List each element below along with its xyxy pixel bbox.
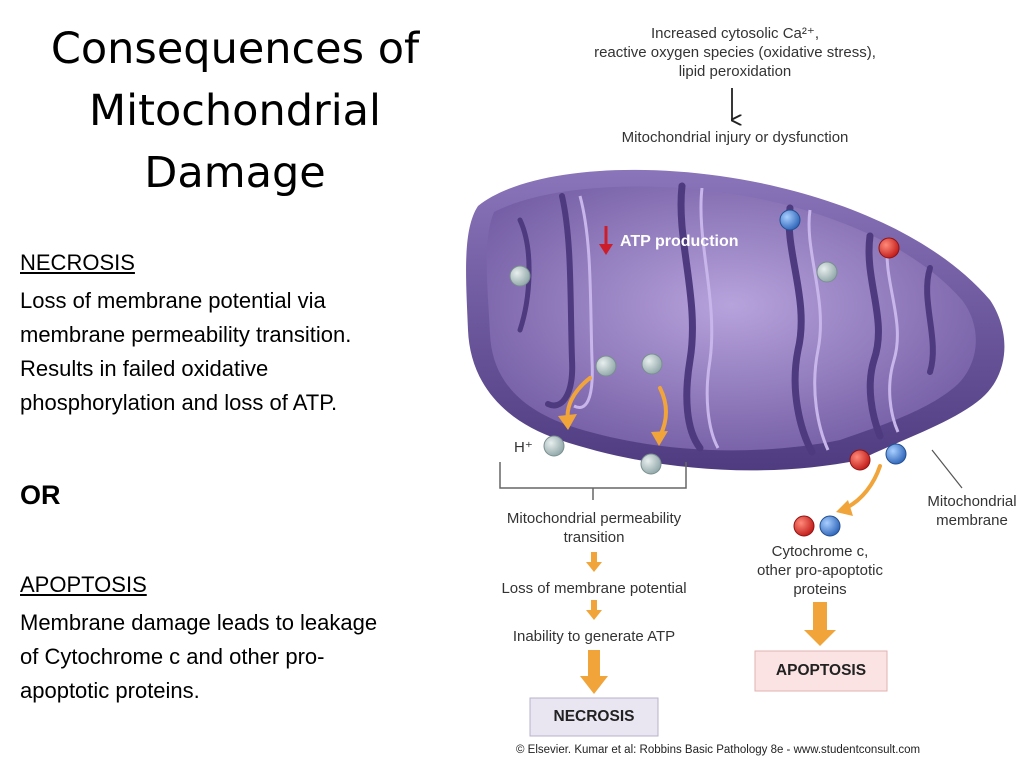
apoptosis-section: APOPTOSIS Membrane damage leads to leaka… (20, 568, 460, 708)
atp-production-label: ATP production (620, 233, 739, 250)
protein-red-ball (878, 237, 900, 259)
mpt-line: Mitochondrial permeability (506, 510, 682, 527)
title-line-3: Damage (144, 148, 326, 198)
cytochrome-line: Cytochrome c, (771, 543, 869, 560)
or-label: OR (20, 480, 61, 510)
necrosis-line: Results in failed oxidative (20, 356, 269, 381)
mitochondrion-matrix (486, 186, 976, 451)
membrane-label-line: membrane (936, 512, 1008, 529)
crista (545, 193, 576, 409)
trigger-line: reactive oxygen species (oxidative stres… (594, 44, 876, 61)
proton-ball (509, 265, 531, 287)
necrosis-section: NECROSIS Loss of membrane potential via … (20, 246, 460, 420)
loss-potential-label: Loss of membrane potential (501, 580, 687, 597)
crista (785, 204, 816, 456)
apoptosis-line: of Cytochrome c and other pro- (20, 644, 325, 669)
protein-blue-ball (779, 209, 801, 231)
proton-ball (641, 353, 663, 375)
apoptosis-description: Membrane damage leads to leakage of Cyto… (20, 606, 460, 708)
proton-ball (816, 261, 838, 283)
membrane-label: Mitochondrial membrane (910, 492, 1024, 530)
apoptosis-heading: APOPTOSIS (20, 572, 147, 597)
proton-bracket (499, 462, 687, 500)
membrane-label-line: Mitochondrial (927, 493, 1017, 510)
apoptosis-line: apoptotic proteins. (20, 678, 200, 703)
crista (677, 182, 704, 452)
title-line-2: Mitochondrial (89, 86, 381, 136)
necrosis-line: membrane permeability transition. (20, 322, 352, 347)
title-line-1: Consequences of (50, 24, 420, 74)
necrosis-description: Loss of membrane potential via membrane … (20, 284, 460, 420)
trigger-line: lipid peroxidation (678, 63, 792, 80)
crista (865, 232, 884, 440)
cytochrome-blue-ball (819, 515, 841, 537)
mpt-label: Mitochondrial permeability transition (474, 509, 714, 547)
leak-arrowhead (651, 431, 668, 446)
crista (885, 239, 900, 433)
leak-arrowhead (836, 500, 853, 516)
crista (924, 265, 936, 375)
inability-atp-label: Inability to generate ATP (512, 628, 676, 645)
crista (699, 187, 720, 449)
proton-ball (595, 355, 617, 377)
trigger-label: Increased cytosolic Ca²⁺, reactive oxyge… (540, 24, 930, 81)
injury-label: Mitochondrial injury or dysfunction (621, 129, 849, 146)
necrosis-box-label: NECROSIS (553, 708, 635, 725)
proton-ball-released (640, 453, 662, 475)
proton-ball-released (543, 435, 565, 457)
copyright-credit: © Elsevier. Kumar et al: Robbins Basic P… (516, 744, 921, 756)
necrosis-result-box (529, 697, 659, 737)
cytochrome-line: proteins (793, 581, 847, 598)
cytochrome-red-ball (793, 515, 815, 537)
protein-red-ball (849, 449, 871, 471)
proton-label: H⁺ (514, 439, 533, 456)
protein-blue-ball (885, 443, 907, 465)
apoptosis-line: Membrane damage leads to leakage (20, 610, 378, 635)
crista (807, 209, 830, 451)
apoptosis-result-box (754, 650, 888, 692)
cytochrome-line: other pro-apoptotic (757, 562, 883, 579)
membrane-pointer (931, 449, 963, 489)
apoptosis-box-label: APOPTOSIS (775, 662, 867, 679)
mitochondrion (466, 169, 1005, 471)
crista (573, 195, 594, 409)
atp-decrease-arrow (599, 226, 613, 255)
necrosis-heading: NECROSIS (20, 250, 135, 275)
step-arrow (580, 552, 836, 694)
mpt-line: transition (563, 529, 625, 546)
trigger-line: Increased cytosolic Ca²⁺, (651, 25, 819, 42)
leak-arrowhead (558, 414, 577, 430)
cytochrome-label: Cytochrome c, other pro-apoptotic protei… (720, 542, 920, 599)
page-title: Consequences of Mitochondrial Damage (20, 18, 450, 204)
necrosis-line: phosphorylation and loss of ATP. (20, 390, 338, 415)
necrosis-line: Loss of membrane potential via (20, 288, 326, 313)
